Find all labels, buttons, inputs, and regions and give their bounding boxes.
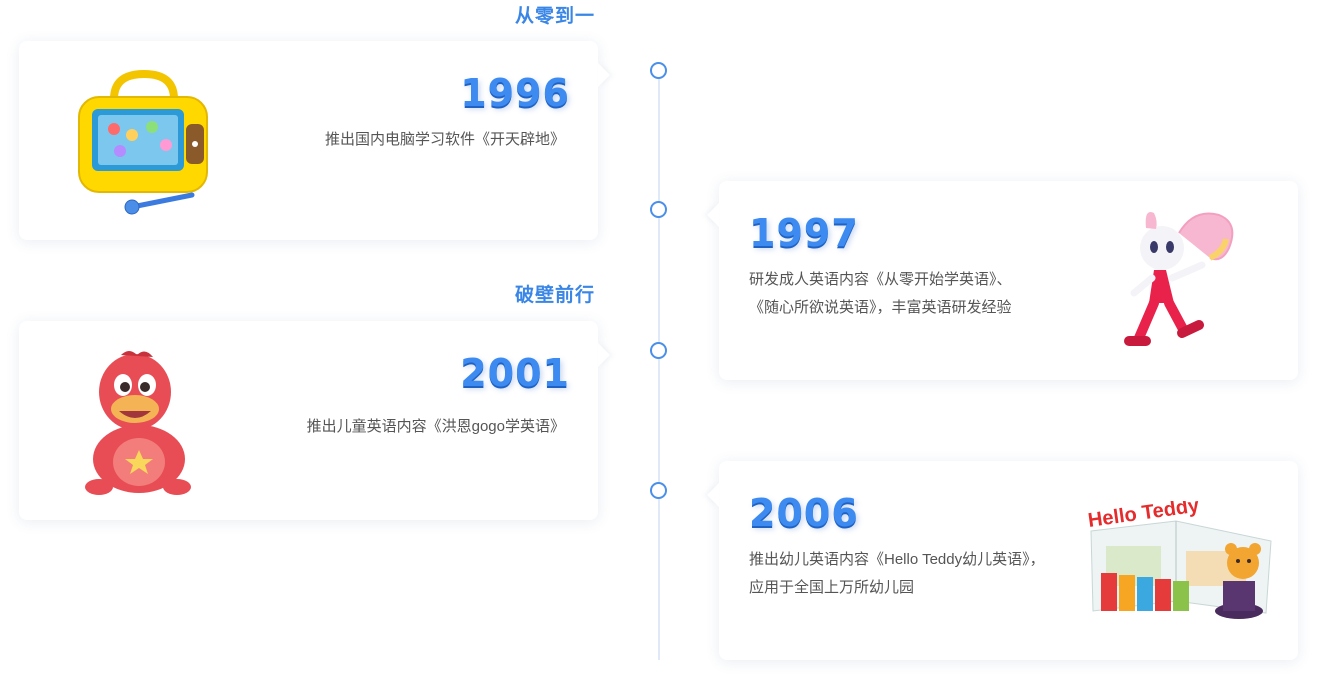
section-label-from-zero: 从零到一	[515, 6, 596, 27]
year-1996: 1996	[460, 71, 570, 115]
hello-teddy-books-illustration: Hello Teddy	[1087, 501, 1272, 619]
description-1997-line2: 《随心所欲说英语》，丰富英语研发经验	[749, 299, 1012, 316]
learning-tablet-illustration	[78, 69, 208, 215]
timeline-card-2006: 2006 推出幼儿英语内容《Hello Teddy幼儿英语》， 应用于全国上万所…	[719, 461, 1298, 660]
description-1997-line1: 研发成人英语内容《从零开始学英语》、	[749, 271, 1012, 288]
year-1997: 1997	[749, 211, 859, 255]
section-label-breakthrough: 破壁前行	[515, 285, 596, 306]
timeline-node-1997	[650, 201, 667, 218]
description-2006-line1: 推出幼儿英语内容《Hello Teddy幼儿英语》，	[749, 551, 1045, 568]
timeline-line	[658, 70, 660, 660]
timeline-node-2001	[650, 342, 667, 359]
timeline-node-2006	[650, 482, 667, 499]
timeline-card-2001: 2001 推出儿童英语内容《洪恩gogo学英语》	[19, 321, 598, 520]
description-2006-line2: 应用于全国上万所幼儿园	[749, 579, 915, 596]
description-2001: 推出儿童英语内容《洪恩gogo学英语》	[306, 418, 565, 435]
timeline-card-1997: 1997 研发成人英语内容《从零开始学英语》、 《随心所欲说英语》，丰富英语研发…	[719, 181, 1298, 380]
timeline-card-1996: 1996 推出国内电脑学习软件《开天辟地》	[19, 41, 598, 240]
timeline-node-1996	[650, 62, 667, 79]
cartoon-character-illustration	[1124, 212, 1234, 346]
red-dinosaur-illustration	[85, 351, 191, 495]
description-1996: 推出国内电脑学习软件《开天辟地》	[324, 131, 565, 148]
year-2001: 2001	[460, 351, 570, 395]
year-2006: 2006	[749, 491, 859, 535]
